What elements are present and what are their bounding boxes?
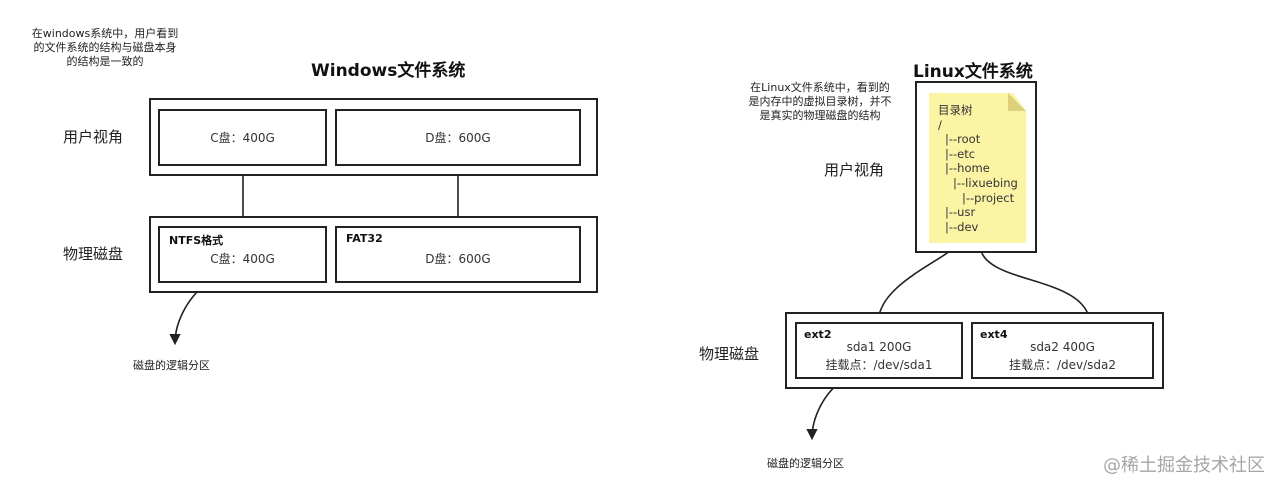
- linux-disk-partition-sda2-device: sda2 400G: [1030, 340, 1095, 354]
- windows-note-line-2: 的文件系统的结构与磁盘本身: [33, 41, 177, 54]
- linux-note-line-3: 是真实的物理磁盘的结构: [759, 109, 881, 122]
- linux-note: 在Linux文件系统中，看到的 是内存中的虚拟目录树，并不 是真实的物理磁盘的结…: [735, 81, 905, 123]
- linux-physical-label: 物理磁盘: [699, 345, 760, 363]
- linux-note-line-1: 在Linux文件系统中，看到的: [750, 81, 890, 94]
- linux-disk-partition-sda1-device: sda1 200G: [846, 340, 912, 354]
- arrow-tree-to-sda2: [979, 246, 1095, 325]
- windows-user-partition-d-label: D盘：600G: [425, 131, 491, 145]
- windows-note-line-1: 在windows系统中，用户看到: [31, 27, 179, 40]
- windows-physical-label: 物理磁盘: [63, 245, 124, 263]
- linux-disk-partition-sda1-fs: ext2: [804, 328, 832, 341]
- tree-node: |--dev: [945, 219, 979, 234]
- tree-node: |--root: [945, 132, 981, 147]
- windows-disk-partition-c-fs: NTFS格式: [169, 234, 224, 247]
- windows-title: Windows文件系统: [311, 61, 466, 81]
- arrow-tree-to-sda1: [872, 242, 962, 325]
- linux-disk-partition-sda2: ext4 sda2 400G 挂载点：/dev/sda2: [971, 322, 1154, 379]
- linux-disk-partition-sda1: ext2 sda1 200G 挂载点：/dev/sda1: [795, 322, 963, 379]
- windows-user-view-label: 用户视角: [63, 128, 124, 146]
- linux-disk-partition-sda2-mount: 挂载点：/dev/sda2: [1008, 358, 1117, 372]
- linux-user-view-label: 用户视角: [824, 161, 885, 179]
- windows-disk-partition-c: NTFS格式 C盘：400G: [158, 226, 327, 283]
- windows-user-partition-d: D盘：600G: [335, 109, 581, 166]
- linux-logical-partition-label: 磁盘的逻辑分区: [767, 457, 844, 470]
- directory-tree: 目录树 / |--root |--etc |--home |--lixuebin…: [938, 103, 1018, 234]
- directory-tree-note: 目录树 / |--root |--etc |--home |--lixuebin…: [929, 93, 1026, 243]
- windows-note: 在windows系统中，用户看到 的文件系统的结构与磁盘本身 的结构是一致的: [10, 27, 200, 69]
- linux-note-line-2: 是内存中的虚拟目录树，并不: [748, 95, 892, 108]
- linux-title: Linux文件系统: [913, 62, 1033, 82]
- linux-disk-partition-sda1-mount: 挂载点：/dev/sda1: [825, 358, 933, 372]
- tree-node: |--etc: [945, 146, 976, 161]
- tree-node: |--home: [945, 161, 990, 176]
- windows-user-partition-c-label: C盘：400G: [210, 131, 275, 145]
- watermark: @稀土掘金技术社区: [1103, 455, 1265, 476]
- linux-disk-partition-sda2-fs: ext4: [980, 328, 1008, 341]
- tree-node: /: [938, 117, 942, 132]
- tree-node: |--project: [962, 190, 1015, 205]
- windows-user-partition-c: C盘：400G: [158, 109, 327, 166]
- windows-disk-partition-d-fs: FAT32: [346, 232, 383, 245]
- windows-disk-partition-d-label: D盘：600G: [425, 252, 491, 266]
- tree-node: |--lixuebing: [953, 175, 1018, 190]
- windows-logical-partition-label: 磁盘的逻辑分区: [133, 359, 210, 372]
- windows-disk-partition-c-label: C盘：400G: [210, 252, 275, 266]
- tree-node: |--usr: [945, 205, 976, 220]
- windows-note-line-3: 的结构是一致的: [66, 55, 144, 68]
- windows-disk-partition-d: FAT32 D盘：600G: [335, 226, 581, 283]
- directory-tree-title: 目录树: [938, 103, 973, 117]
